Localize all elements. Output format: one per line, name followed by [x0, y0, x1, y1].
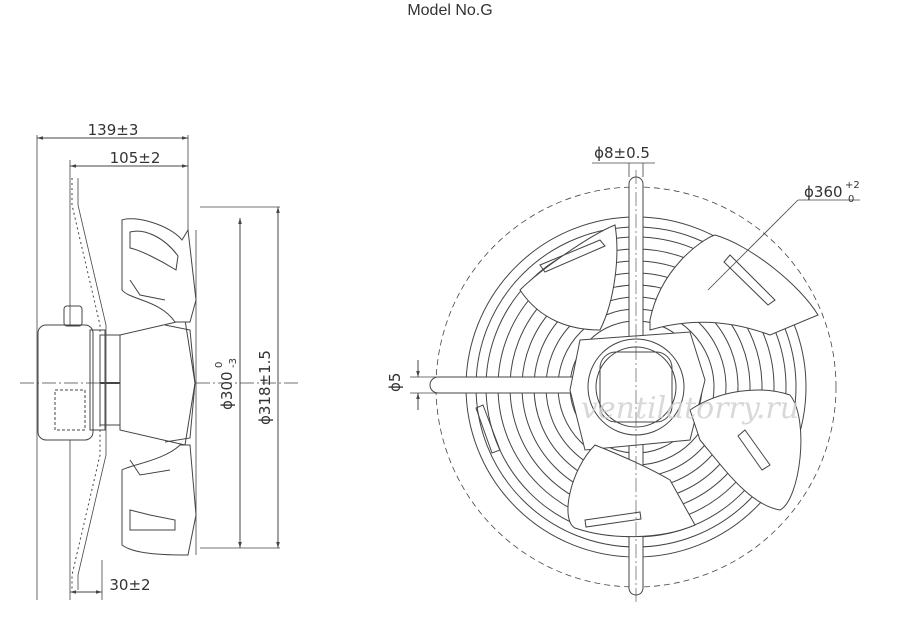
dim-slot-value: ϕ5 — [386, 373, 404, 392]
dim-slot: ϕ5 — [386, 373, 404, 392]
dim-blade-diameter: ϕ300 0 -3 — [214, 358, 239, 410]
watermark: ventilatorry.ru — [581, 391, 799, 426]
side-view — [20, 135, 300, 600]
front-view — [410, 162, 860, 605]
dim-outer-dia-tol-lower: 0 — [848, 194, 854, 205]
dim-outer-dia-tol-upper: +2 — [845, 180, 860, 191]
dim-blade-dia-tol-lower: -3 — [228, 358, 239, 368]
dim-rod-diameter: ϕ8±0.5 — [594, 144, 650, 162]
dim-guard-diameter: ϕ318±1.5 — [256, 350, 274, 425]
dim-overall-depth: 139±3 — [88, 121, 139, 139]
dim-blade-dia-tol-upper: 0 — [214, 362, 225, 368]
model-title: Model No.G — [407, 2, 493, 19]
dim-guard-dia-value: ϕ318±1.5 — [256, 350, 274, 425]
dim-guard-depth: 105±2 — [110, 149, 161, 167]
dim-blade-dia-value: ϕ300 — [218, 371, 236, 410]
dim-flange-depth: 30±2 — [109, 576, 150, 594]
dim-outer-diameter: ϕ360 +2 0 — [804, 180, 860, 205]
dim-outer-dia-value: ϕ360 — [804, 183, 843, 201]
